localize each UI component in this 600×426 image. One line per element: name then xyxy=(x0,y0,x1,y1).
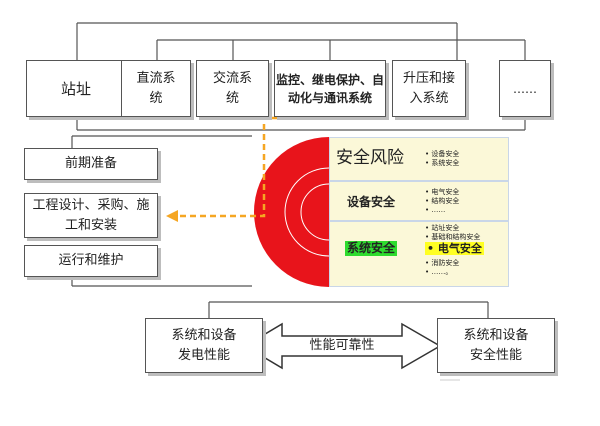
system-safety-item: • 基础和结构安全 xyxy=(425,233,481,241)
top-box-ac-system: 交流系 统 xyxy=(196,60,269,117)
left-box-operation: 运行和维护 xyxy=(24,245,158,277)
left-box-engineering: 工程设计、采购、施 工和安装 xyxy=(24,193,158,238)
system-safety-title: 系统安全 xyxy=(345,241,398,256)
top-box-dc-system: 直流系 统 xyxy=(121,60,191,117)
system-safety-item: • 站址安全 xyxy=(425,224,460,232)
top-box-label: 直流系 统 xyxy=(136,70,176,106)
left-box-preparation: 前期准备 xyxy=(24,148,158,180)
risk-panel-top xyxy=(329,137,509,181)
top-box-boost-system: 升压和接 入系统 xyxy=(392,60,466,117)
top-box-monitoring: 监控、继电保护、自 动化与通讯系统 xyxy=(274,60,386,117)
top-box-label: 交流系 统 xyxy=(212,70,252,106)
top-box-label: 升压和接 入系统 xyxy=(402,70,455,106)
arrow-label: 性能可靠性 xyxy=(309,338,375,353)
system-safety-item: • 消防安全 xyxy=(425,259,460,267)
risk-panel-equipment xyxy=(329,181,509,221)
risk-title-item: • 系统安全 xyxy=(425,159,460,167)
risk-title: 安全风险 xyxy=(336,148,404,168)
risk-title-item: • 设备安全 xyxy=(425,150,460,158)
left-box-label: 运行和维护 xyxy=(58,253,124,268)
dashed-arrow-head xyxy=(166,210,178,222)
bottom-box-generation: 系统和设备 发电性能 xyxy=(145,318,263,373)
system-safety-item-highlight: • 电气安全 xyxy=(425,242,484,255)
top-box-label: 站址 xyxy=(60,79,91,98)
equipment-safety-item: • 结构安全 xyxy=(425,197,460,205)
top-box-more: …… xyxy=(499,60,551,117)
top-box-site: 站址 xyxy=(26,60,126,117)
bottom-box-label: 系统和设备 发电性能 xyxy=(171,327,237,363)
bottom-box-label: 系统和设备 安全性能 xyxy=(463,327,529,363)
left-box-label: 前期准备 xyxy=(64,156,117,171)
system-safety-item: • ……。 xyxy=(425,268,453,276)
left-box-label: 工程设计、采购、施 工和安装 xyxy=(32,197,150,233)
risk-half-circle xyxy=(254,137,329,287)
equipment-safety-item: • 电气安全 xyxy=(425,188,460,196)
equipment-safety-title: 设备安全 xyxy=(347,195,396,209)
bottom-box-safety: 系统和设备 安全性能 xyxy=(437,318,555,373)
top-box-label: …… xyxy=(513,81,537,96)
top-box-label: 监控、继电保护、自 动化与通讯系统 xyxy=(275,72,384,105)
equipment-safety-item: • …… xyxy=(425,206,446,214)
